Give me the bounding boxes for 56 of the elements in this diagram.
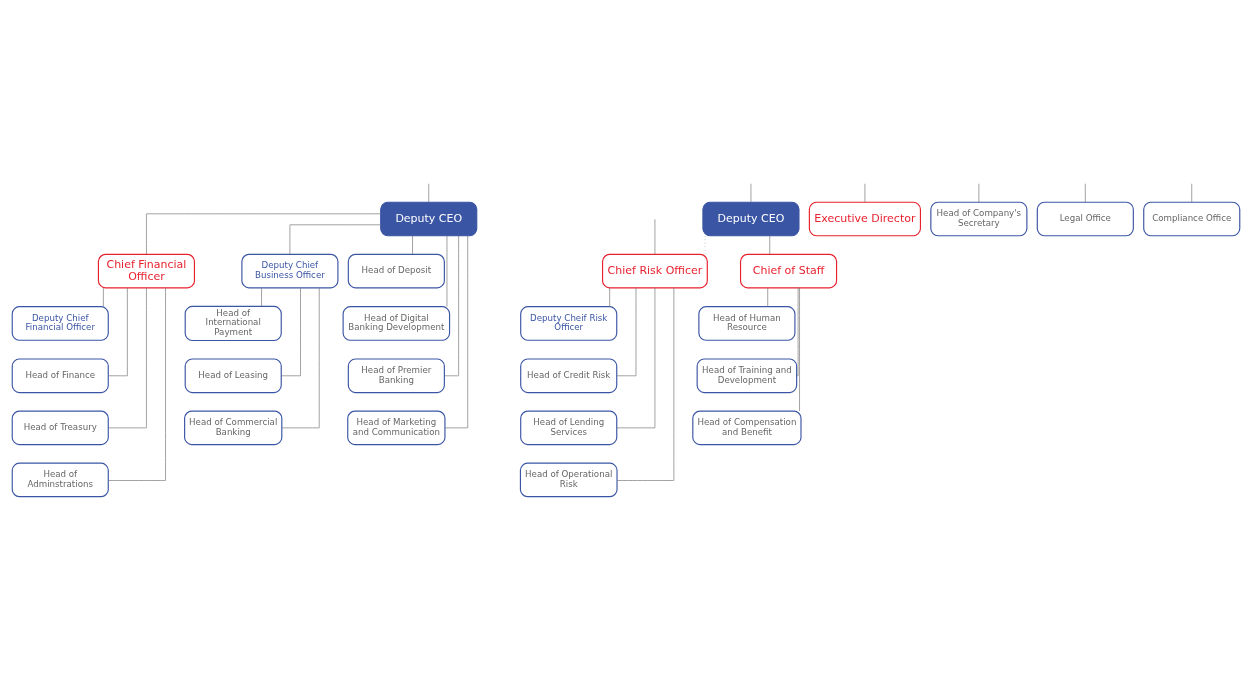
node-box: Compliance Office (1143, 201, 1241, 237)
connector (428, 183, 430, 203)
node-box: Head of Compensation and Benefit (692, 410, 802, 446)
connector (769, 235, 771, 255)
node-box: Legal Office (1036, 201, 1134, 237)
connector (609, 287, 610, 307)
node-box: Head of Operational Risk (519, 462, 618, 498)
node-box: Chief Financial Officer (97, 253, 196, 289)
connector (444, 235, 459, 377)
node-box: Chief Risk Officer (602, 253, 708, 289)
node-box: Head of Adminstrations (11, 462, 109, 498)
connector (1191, 183, 1193, 203)
node-box: Deputy CEO (380, 201, 478, 237)
connector (864, 183, 866, 203)
connector (108, 287, 147, 429)
node-box: Chief of Staff (739, 253, 838, 289)
connector (616, 287, 637, 377)
connector (750, 183, 752, 203)
node-box: Deputy Chief Business Officer (241, 253, 339, 289)
connector (616, 287, 675, 481)
connector (978, 183, 980, 203)
connector (281, 287, 320, 429)
node-box: Head of Human Resource (698, 306, 796, 341)
node-box: Head of Company's Secretary (930, 201, 1028, 237)
node-box: Head of Credit Risk (520, 358, 618, 394)
connector (654, 219, 656, 255)
node-box: Executive Director (808, 201, 922, 237)
connector (446, 235, 448, 307)
connector (289, 224, 381, 255)
connector (103, 287, 104, 307)
connector (796, 287, 799, 377)
node-box: Head of International Payment (184, 305, 282, 342)
node-box: Head of Marketing and Communication (347, 410, 446, 446)
node-box: Head of Training and Development (696, 358, 798, 394)
node-box: Head of Digital Banking Development (342, 306, 451, 341)
node-box: Head of Finance (11, 358, 109, 394)
connector (281, 287, 301, 377)
node-box: Deputy CEO (702, 201, 800, 237)
node-box: Head of Commercial Banking (184, 410, 283, 446)
node-box: Deputy Cheif Risk Officer (520, 306, 618, 341)
connector (412, 235, 413, 255)
node-box: Deputy Chief Financial Officer (11, 306, 109, 341)
connector (1084, 183, 1086, 203)
connector (799, 287, 800, 412)
node-box: Head of Leasing (184, 358, 282, 394)
connector (616, 287, 656, 429)
connector (444, 235, 469, 429)
connector (767, 287, 769, 307)
node-box: Head of Deposit (347, 253, 445, 289)
connector (107, 287, 166, 481)
connector (107, 287, 128, 377)
connector (261, 287, 262, 307)
node-box: Head of Premier Banking (347, 358, 445, 394)
connector (146, 213, 382, 255)
node-box: Head of Lending Services (520, 410, 618, 446)
node-box: Head of Treasury (11, 410, 109, 446)
